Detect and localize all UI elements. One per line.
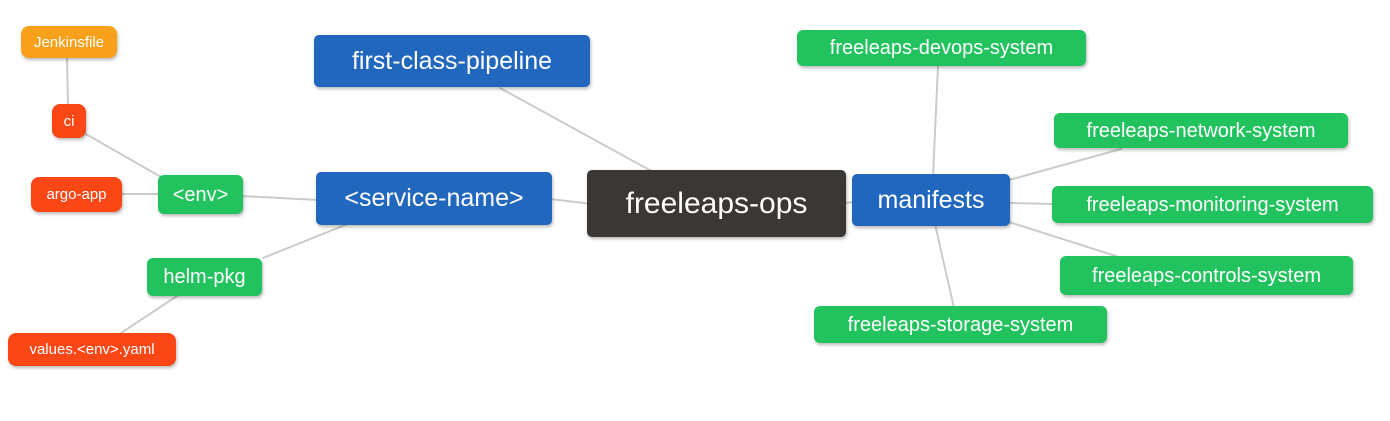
node-label-first-class-pipeline: first-class-pipeline <box>351 46 553 75</box>
node-ci[interactable]: ci <box>52 104 86 138</box>
node-label-freeleaps-controls-system: freeleaps-controls-system <box>1092 264 1321 287</box>
node-first-class-pipeline[interactable]: first-class-pipeline <box>314 35 590 87</box>
node-freeleaps-ops[interactable]: freeleaps-ops <box>587 170 846 237</box>
node-label-argo-app: argo-app <box>46 186 107 203</box>
node-label-ci: ci <box>63 112 75 130</box>
edge-service-name-to-freeleaps-ops <box>549 198 593 205</box>
edge-jenkinsfile-to-ci <box>66 56 69 107</box>
node-jenkinsfile[interactable]: Jenkinsfile <box>21 26 117 58</box>
node-label-helm-pkg: helm-pkg <box>163 266 246 288</box>
node-label-freeleaps-ops: freeleaps-ops <box>625 186 808 220</box>
node-label-jenkinsfile: Jenkinsfile <box>33 33 105 51</box>
edge-service-name-to-helm-pkg <box>262 222 351 259</box>
node-label-freeleaps-network-system: freeleaps-network-system <box>1086 119 1316 142</box>
edge-first-class-pipeline-to-freeleaps-ops <box>499 87 656 174</box>
node-freeleaps-network-system[interactable]: freeleaps-network-system <box>1054 113 1348 148</box>
edge-manifests-to-freeleaps-storage-system <box>934 223 955 309</box>
node-freeleaps-monitoring-system[interactable]: freeleaps-monitoring-system <box>1052 186 1373 223</box>
node-label-freeleaps-monitoring-system: freeleaps-monitoring-system <box>1086 193 1339 216</box>
node-freeleaps-storage-system[interactable]: freeleaps-storage-system <box>814 306 1107 343</box>
node-helm-pkg[interactable]: helm-pkg <box>147 258 262 296</box>
edge-helm-pkg-to-values-env-yaml <box>117 293 181 336</box>
node-label-freeleaps-devops-system: freeleaps-devops-system <box>829 37 1054 59</box>
edge-ci-to-env <box>83 132 162 178</box>
node-env[interactable]: <env> <box>158 175 243 214</box>
node-label-service-name: <service-name> <box>344 184 524 212</box>
node-service-name[interactable]: <service-name> <box>316 172 552 225</box>
edge-manifests-to-freeleaps-network-system <box>1008 148 1122 181</box>
edge-manifests-to-freeleaps-controls-system <box>1008 221 1123 259</box>
node-freeleaps-devops-system[interactable]: freeleaps-devops-system <box>797 30 1086 66</box>
node-label-freeleaps-storage-system: freeleaps-storage-system <box>847 313 1074 336</box>
node-argo-app[interactable]: argo-app <box>31 177 122 212</box>
node-label-values-env-yaml: values.<env>.yaml <box>29 341 155 358</box>
node-label-env: <env> <box>172 183 229 206</box>
node-label-manifests: manifests <box>877 185 985 214</box>
edge-manifests-to-freeleaps-monitoring-system <box>1008 202 1056 205</box>
edge-manifests-to-freeleaps-devops-system <box>932 65 939 177</box>
node-freeleaps-controls-system[interactable]: freeleaps-controls-system <box>1060 256 1353 295</box>
node-manifests[interactable]: manifests <box>852 174 1010 226</box>
node-values-env-yaml[interactable]: values.<env>.yaml <box>8 333 176 366</box>
edge-env-to-service-name <box>240 195 319 201</box>
